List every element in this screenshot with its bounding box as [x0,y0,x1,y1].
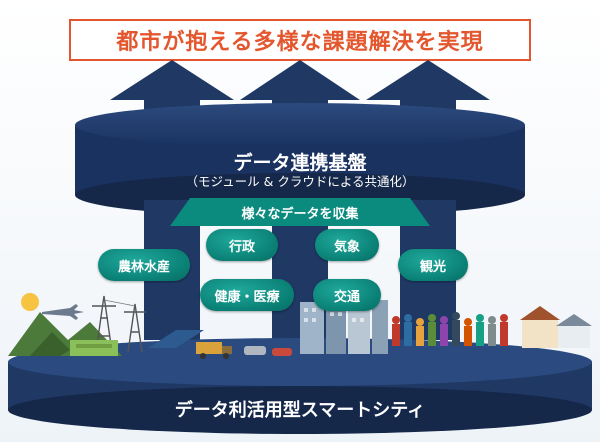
domain-bubble-healthcare: 健康・医療 [200,279,294,311]
up-arrow-center [240,60,360,140]
domain-bubble-administration: 行政 [206,229,278,261]
base-disc [8,338,592,434]
platform-subtitle: （モジュール & クラウドによる共通化） [185,174,415,189]
people-crowd [392,312,508,346]
domain-label: 交通 [333,289,360,305]
domain-label: 気象 [333,239,360,255]
houses [520,306,592,348]
up-arrows [110,60,490,140]
goal-title: 都市が抱える多様な課題解決を実現 [116,30,484,55]
domain-label: 観光 [419,259,446,275]
airplane-icon [42,304,84,320]
city-illustration [8,292,592,359]
domain-label: 農林水産 [117,259,170,275]
sun-icon [21,293,39,311]
power-tower-icon [92,295,146,353]
collect-label: 様々なデータを収集 [241,207,359,222]
domain-bubble-tourism: 観光 [398,249,468,281]
car [244,346,266,355]
domain-bubble-agriculture: 農林水産 [98,249,190,281]
solar-panel [148,330,204,348]
goal-banner [69,19,531,61]
up-arrow-left [110,60,234,140]
domain-label: 健康・医療 [214,289,280,305]
platform-title: データ連携基盤 [233,152,367,174]
truck [196,342,222,354]
domain-bubble-transport: 交通 [313,279,381,311]
domain-label: 行政 [228,239,255,255]
up-arrow-right [366,60,490,140]
base-label: データ利活用型スマートシティ [174,400,426,421]
collect-banner [170,198,430,226]
car [272,348,292,356]
domain-bubble-weather: 気象 [315,229,379,261]
